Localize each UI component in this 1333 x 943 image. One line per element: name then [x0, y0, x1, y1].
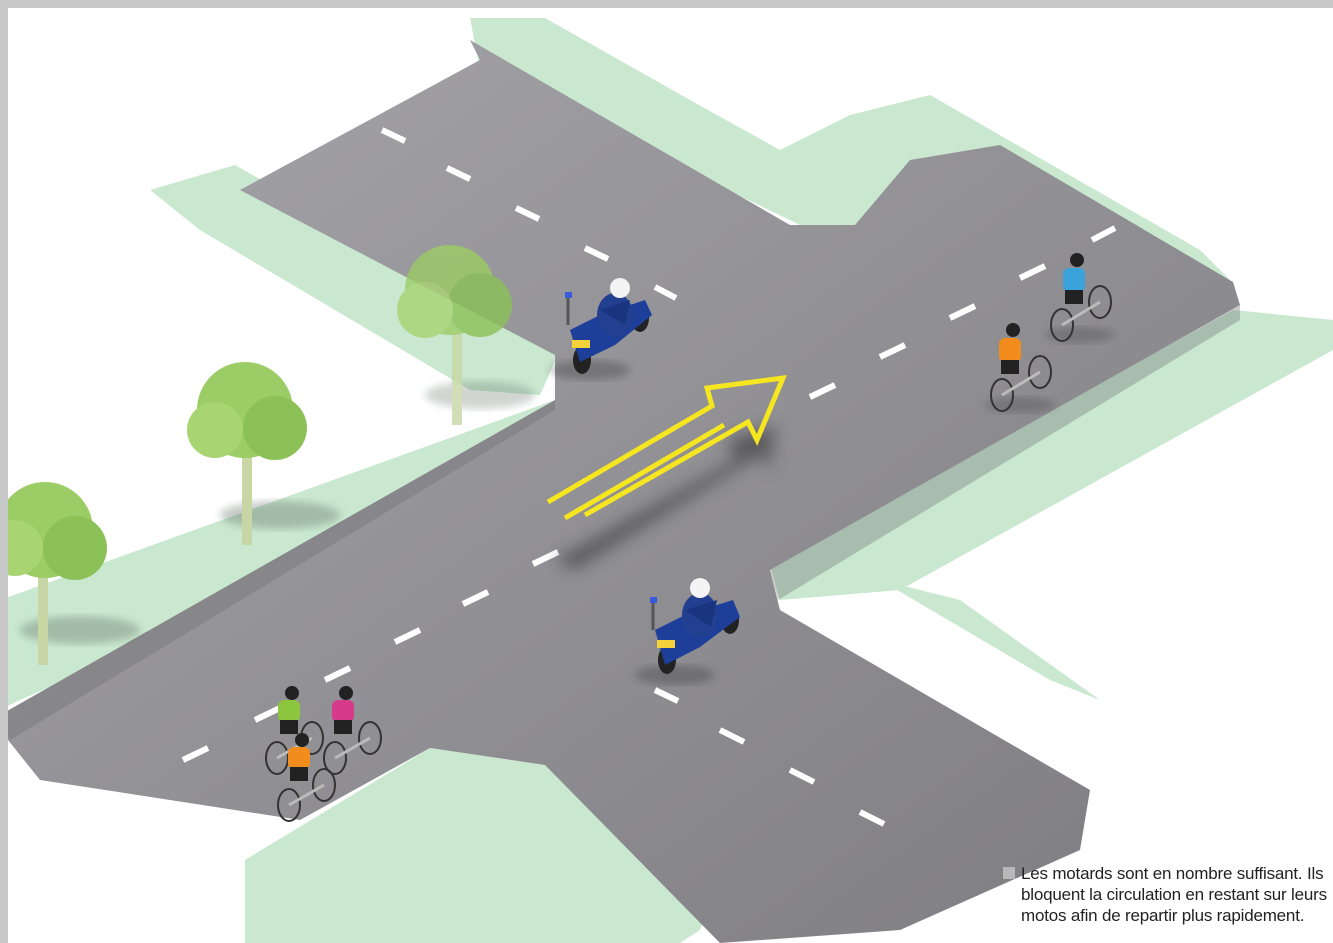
caption-text: Les motards sont en nombre suffisant. Il… [1003, 863, 1333, 926]
intersection-scene [8, 8, 1333, 943]
illustration-frame: Les motards sont en nombre suffisant. Il… [8, 8, 1333, 943]
caption-box: Les motards sont en nombre suffisant. Il… [1003, 863, 1333, 926]
tree-icon [187, 362, 340, 545]
bullet-square-icon [1003, 867, 1015, 879]
grass-right-lower [880, 580, 1100, 700]
